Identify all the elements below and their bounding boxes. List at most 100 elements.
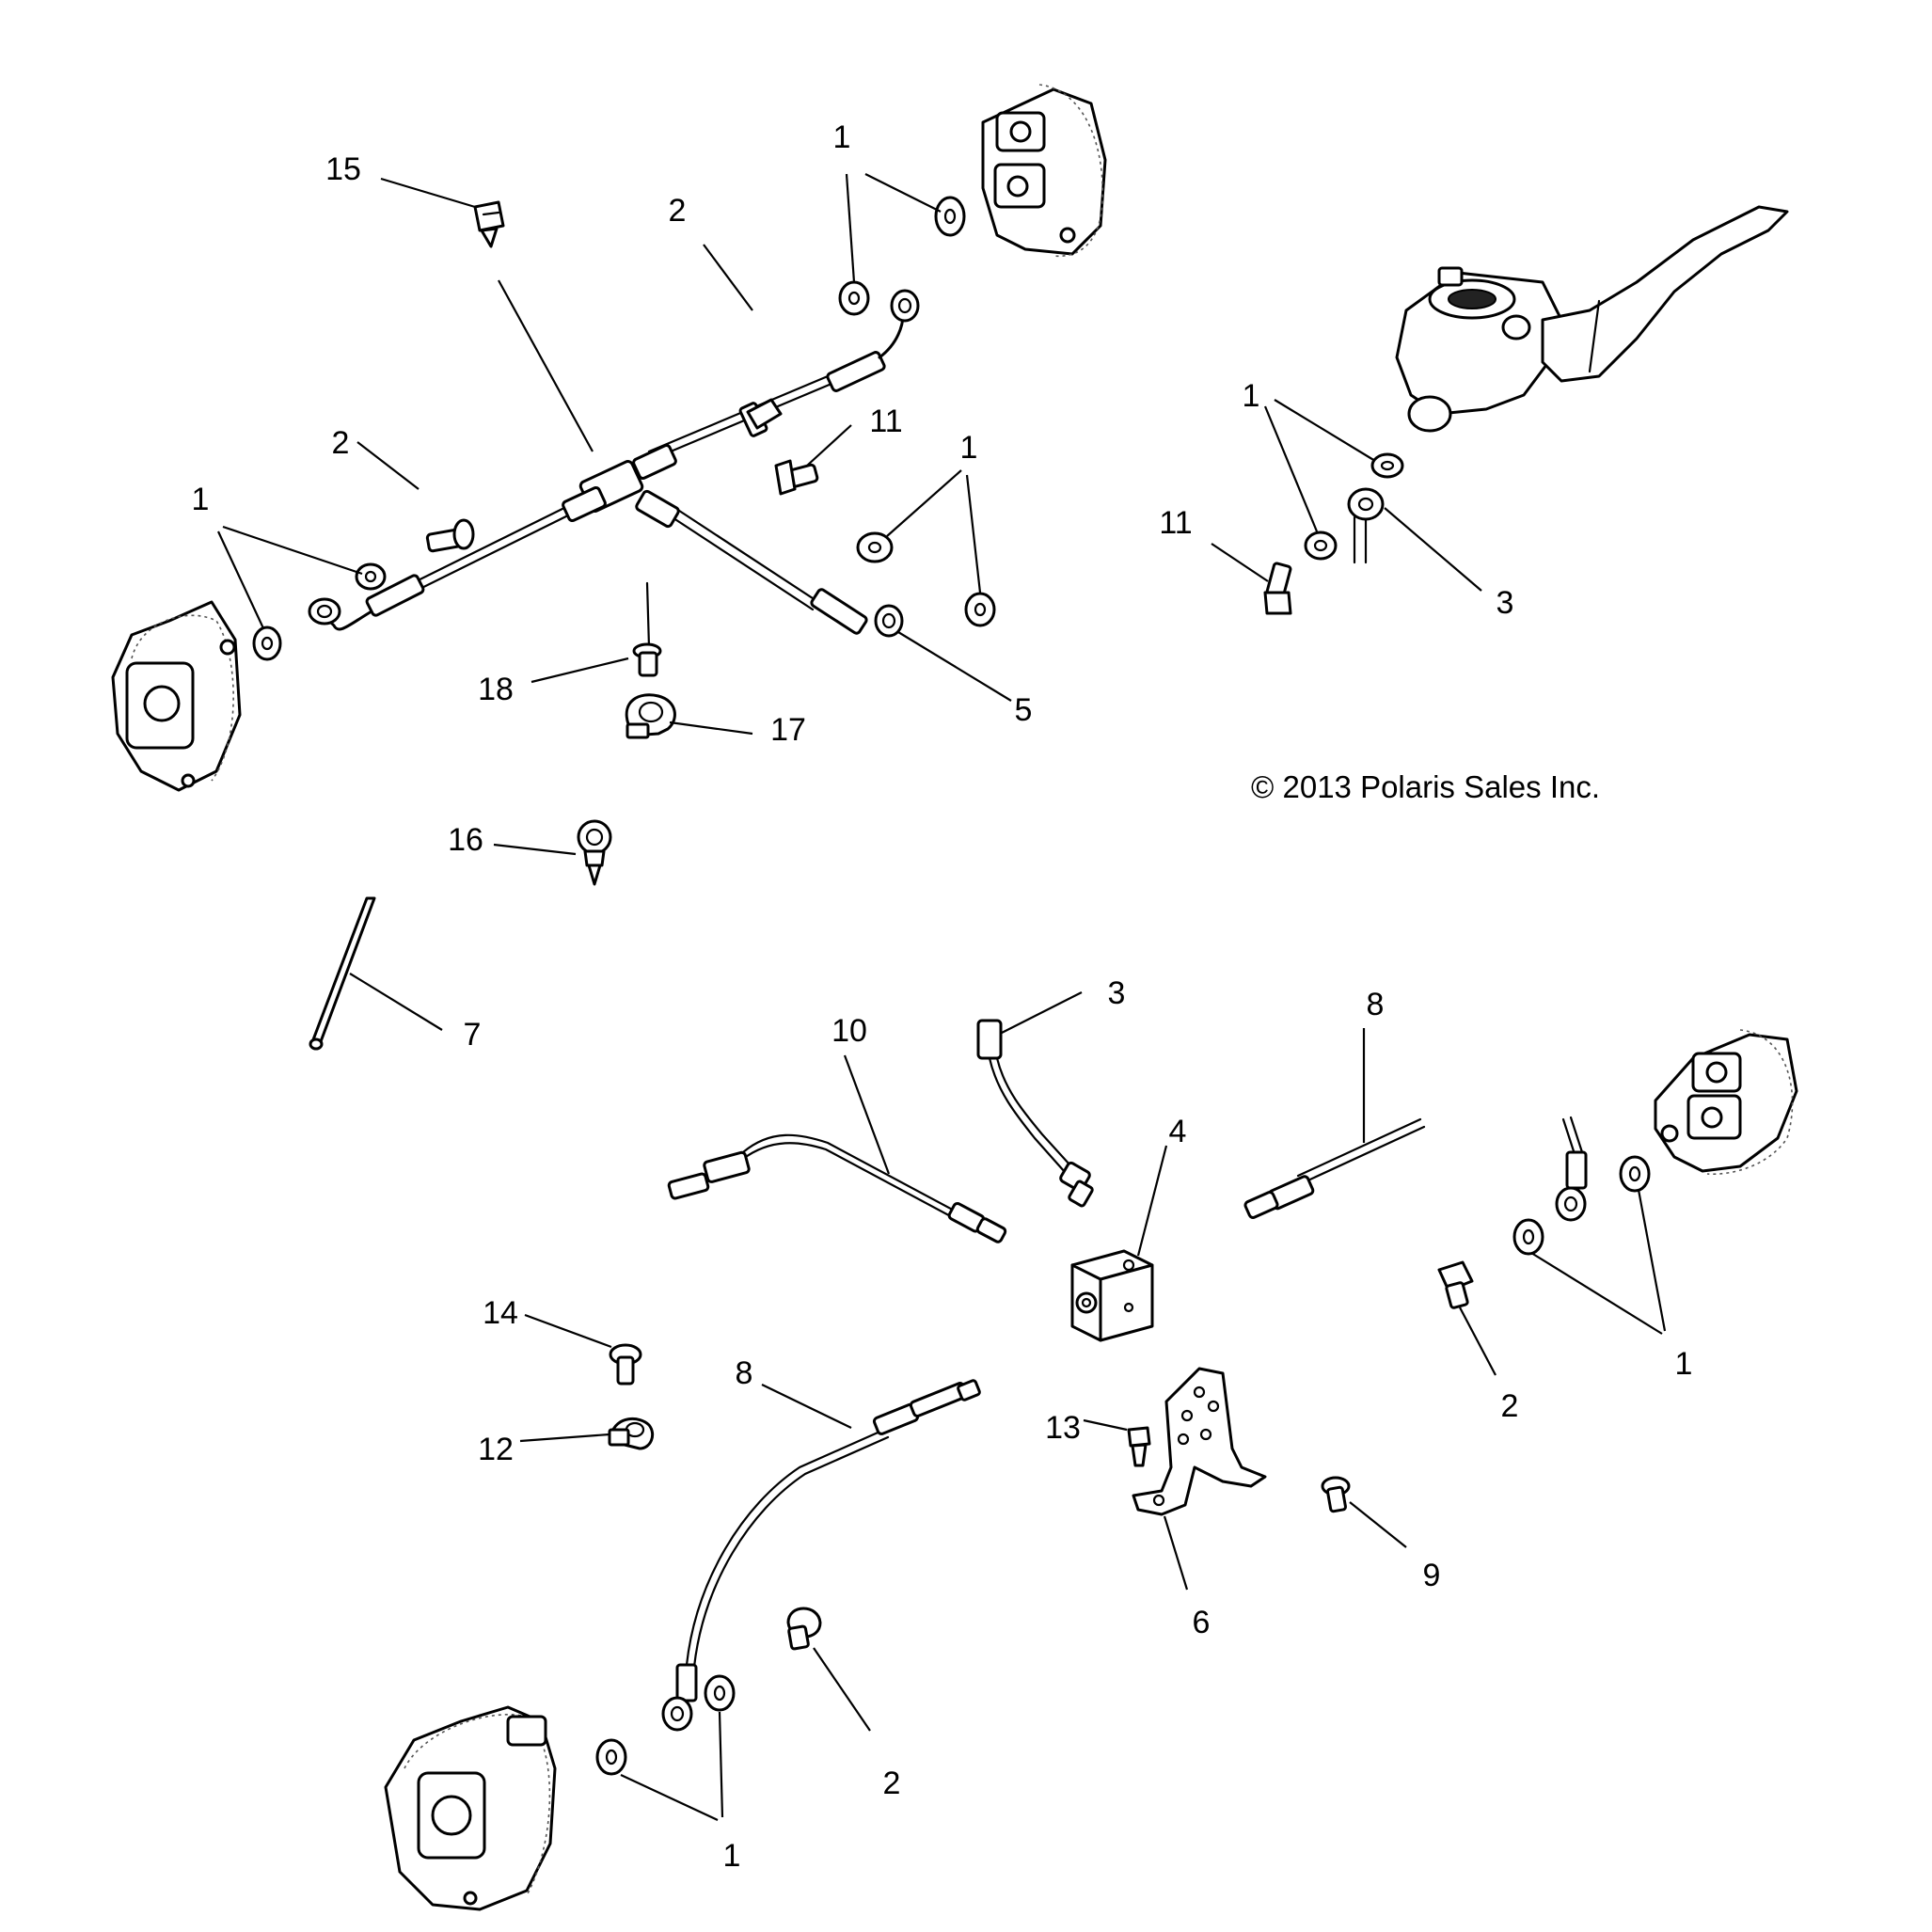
callout-4: 4: [1169, 1114, 1187, 1149]
bolt-13: [1127, 1426, 1151, 1467]
washer-1a-hole: [261, 636, 274, 651]
washer-1f: [964, 592, 996, 627]
leader-2c: [1459, 1306, 1497, 1376]
washer-1c-hole: [847, 291, 861, 306]
brake-caliper-front-right: [981, 84, 1107, 258]
bolt-11a: [774, 459, 819, 496]
callout-15: 15: [325, 151, 361, 187]
callout-1: 1: [192, 482, 210, 517]
leader-2d: [813, 1647, 871, 1732]
callout-2: 2: [883, 1766, 901, 1801]
rivet-18: [632, 581, 662, 677]
bolt-9: [1321, 1476, 1351, 1513]
washer-rl-1a-hole: [713, 1685, 726, 1702]
leader-14: [524, 1313, 612, 1349]
brake-line-8b: [661, 1379, 981, 1732]
callout-7: 7: [464, 1017, 482, 1053]
leader-1b-a: [845, 173, 856, 283]
leader-1b-b: [864, 173, 942, 213]
callout-11: 11: [1159, 505, 1192, 541]
washer-rr-1a-hole: [1628, 1165, 1641, 1182]
washer-rl-1a: [704, 1674, 736, 1712]
washer-mc-1b-hole: [1313, 539, 1328, 552]
callout-5: 5: [1015, 692, 1033, 728]
washer-1a: [252, 626, 282, 661]
leader-7: [349, 973, 443, 1031]
washer-1e-hole: [867, 541, 882, 554]
leader-9: [1349, 1501, 1407, 1548]
leader-12: [519, 1433, 610, 1443]
washer-rr-1b-hole: [1522, 1228, 1535, 1245]
callout-1: 1: [723, 1838, 741, 1874]
callout-1: 1: [960, 430, 978, 466]
brake-line-10: [667, 1133, 1007, 1243]
mounting-bracket-6: [1132, 1367, 1267, 1516]
leader-1e-b: [1637, 1189, 1667, 1332]
callout-9: 9: [1423, 1558, 1441, 1593]
leader-8b: [761, 1384, 852, 1429]
callout-8: 8: [736, 1355, 753, 1391]
master-cylinder-lever: [1395, 205, 1789, 433]
leader-1a-b: [217, 531, 264, 629]
callout-1: 1: [1243, 378, 1260, 414]
leader-1c-a: [886, 469, 962, 537]
callout-2: 2: [1501, 1388, 1519, 1424]
brake-line-left: [308, 501, 579, 631]
leader-15: [380, 177, 476, 209]
brake-caliper-rear-right: [1654, 1029, 1798, 1176]
bolt-2c: [1437, 1260, 1474, 1309]
leader-16: [493, 843, 577, 856]
brake-line-8a: [1243, 1117, 1426, 1219]
washer-mc-1a: [1370, 452, 1404, 479]
washer-1b: [355, 562, 387, 591]
callout-3: 3: [1497, 585, 1514, 621]
bolt-2a: [738, 398, 783, 437]
leader-2b: [356, 441, 420, 490]
leader-1a-a: [222, 525, 363, 576]
clip-14: [609, 1343, 642, 1386]
clamp-17: [625, 693, 676, 739]
washer-rl-1b-hole: [605, 1749, 618, 1766]
leader-3a: [1384, 507, 1482, 592]
leader-13: [1083, 1418, 1128, 1432]
callout-1: 1: [833, 119, 851, 155]
leader-6: [1163, 1515, 1189, 1591]
brake-line-upper: [647, 289, 920, 461]
callout-18: 18: [478, 672, 514, 707]
cable-tie-7: [309, 896, 376, 1051]
washer-1c: [838, 280, 870, 316]
leader-10: [843, 1054, 891, 1175]
leader-1f-b: [718, 1711, 724, 1818]
washer-1f-hole: [974, 602, 987, 617]
callout-13: 13: [1045, 1410, 1081, 1446]
washer-1e: [856, 531, 894, 563]
leader-11a: [806, 424, 852, 467]
t-junction-fitting: [562, 443, 680, 529]
washer-rl-1b: [595, 1738, 627, 1776]
washer-1d-hole: [943, 208, 957, 225]
leader-15-line: [498, 279, 594, 452]
clip-16: [577, 819, 612, 886]
callout-6: 6: [1193, 1605, 1211, 1640]
washer-1d: [934, 196, 966, 237]
leader-11b: [1211, 543, 1269, 582]
washer-rr-1a: [1619, 1155, 1651, 1193]
leader-18: [531, 657, 629, 684]
leader-4: [1136, 1145, 1168, 1257]
callout-3: 3: [1108, 975, 1126, 1011]
brake-caliper-rear-left: [384, 1705, 557, 1911]
callout-17: 17: [770, 712, 806, 748]
brake-line-3b: [976, 1019, 1094, 1208]
callout-2: 2: [669, 193, 687, 229]
callout-8: 8: [1367, 987, 1385, 1022]
callout-14: 14: [483, 1295, 518, 1331]
leader-17: [669, 721, 753, 736]
leader-1d-a: [1274, 399, 1376, 462]
callout-11: 11: [869, 404, 902, 439]
bleeder-screw-15: [473, 200, 505, 248]
clamp-12: [608, 1417, 655, 1450]
callout-16: 16: [448, 822, 483, 858]
bolt-11b: [1263, 562, 1292, 615]
callout-1: 1: [1675, 1346, 1693, 1382]
